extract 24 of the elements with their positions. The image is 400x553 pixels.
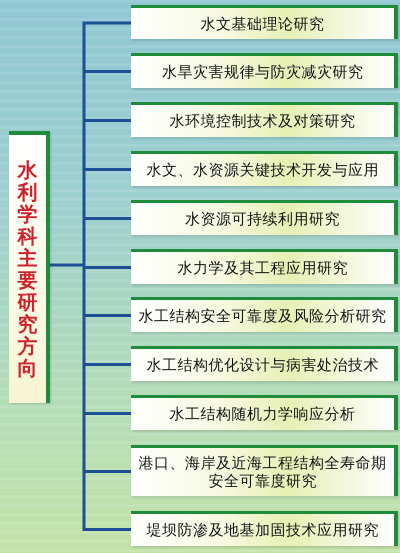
research-box: [131, 297, 398, 332]
research-label: 水工结构随机力学响应分析: [170, 405, 356, 423]
research-label: 水环境控制技术及对策研究: [170, 112, 356, 130]
research-box: [131, 53, 398, 88]
research-label: 堤坝防渗及地基加固技术应用研究: [146, 521, 379, 539]
research-label: 水文、水资源关键技术开发与应用: [146, 161, 379, 179]
research-box: [131, 346, 398, 381]
research-label: 水力学及其工程应用研究: [177, 259, 348, 277]
research-box: [131, 5, 398, 39]
research-box: [131, 249, 398, 284]
topic-title: 水利学科主要研究方向: [18, 159, 38, 379]
research-box: [131, 151, 398, 186]
research-label: 水文基础理论研究: [200, 14, 324, 32]
research-label: 水工结构优化设计与病害处治技术: [146, 356, 379, 374]
research-label: 水旱灾害规律与防灾减灾研究: [162, 63, 364, 81]
research-box: [131, 102, 398, 137]
research-label: 港口、海岸及近海工程结构全寿命期安全可靠度研究: [138, 454, 388, 490]
research-box: [131, 395, 398, 430]
research-label: 水工结构安全可靠度及风险分析研究: [138, 307, 386, 325]
topic-box: [9, 131, 50, 403]
research-label: 水资源可持续利用研究: [185, 210, 340, 228]
research-box: [131, 511, 398, 546]
research-box: [131, 200, 398, 235]
research-box: [131, 445, 398, 496]
